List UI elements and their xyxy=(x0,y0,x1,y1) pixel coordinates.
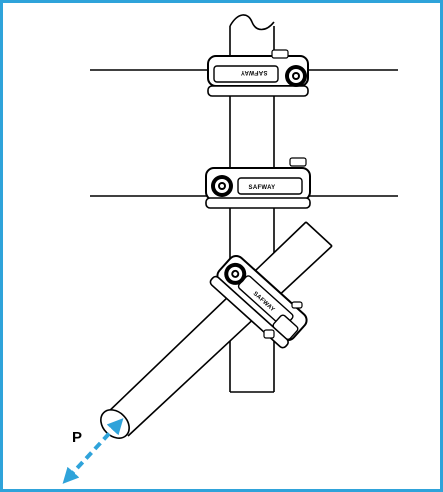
force-label: P xyxy=(72,429,82,446)
clamp-middle: SAFWAY xyxy=(205,157,311,209)
clamp-brand-label: SAFWAY xyxy=(249,185,276,191)
clamp-brand-label: SAFWAY xyxy=(241,69,268,75)
clamp-top: SAFWAY xyxy=(207,49,309,97)
diagonal-brace-tube xyxy=(100,221,333,439)
